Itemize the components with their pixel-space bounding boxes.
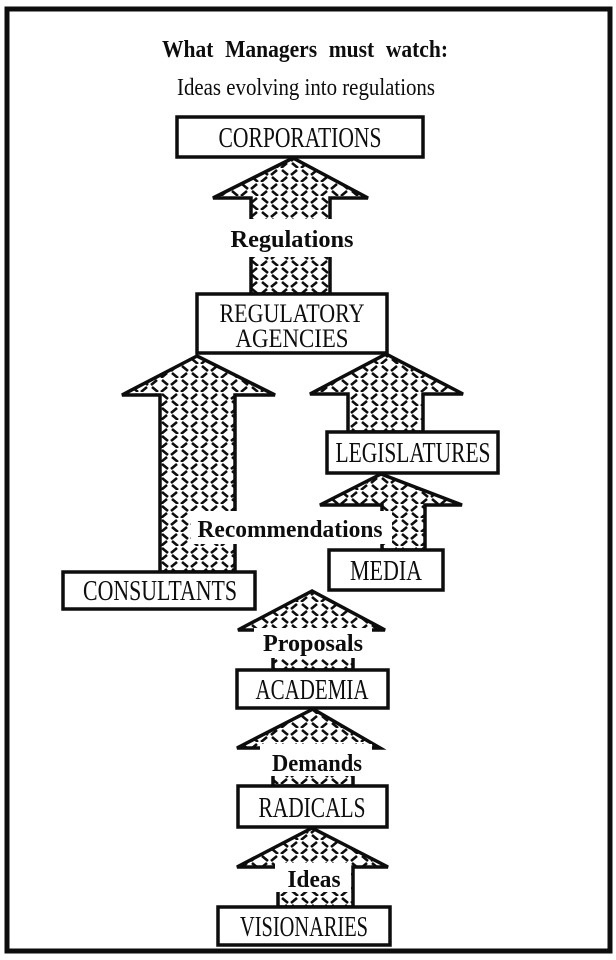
box-label-radicals: RADICALS (259, 793, 366, 824)
flow-label-recommendations: Recommendations (198, 517, 383, 543)
box-regulatory-agencies: REGULATORY AGENCIES (195, 292, 389, 355)
box-label-regulatory: REGULATORY (220, 299, 365, 328)
box-consultants: CONSULTANTS (61, 570, 257, 611)
proposals-label-bg (254, 628, 372, 658)
flow-label-ideas: Ideas (288, 867, 341, 893)
flow-label-demands: Demands (272, 751, 362, 777)
box-academia: ACADEMIA (235, 668, 390, 710)
box-media: MEDIA (327, 548, 445, 592)
box-label-corporations: CORPORATIONS (219, 123, 382, 154)
arrow-legislatures-up (309, 352, 464, 434)
regulations-label-bg (222, 219, 364, 257)
box-label-consultants: CONSULTANTS (83, 576, 237, 607)
box-visionaries: VISIONARIES (216, 905, 392, 947)
box-label-academia: ACADEMIA (256, 675, 370, 706)
box-corporations: CORPORATIONS (175, 115, 425, 159)
ideas-label-bg (275, 863, 351, 892)
page-title: What Managers must watch: (162, 37, 448, 63)
flow-label-regulations: Regulations (231, 227, 354, 253)
box-label-legislatures: LEGISLATURES (336, 438, 491, 469)
box-label-agencies: AGENCIES (236, 324, 349, 353)
recommendations-label-bg (191, 511, 392, 544)
box-label-visionaries: VISIONARIES (240, 912, 368, 943)
page-subtitle: Ideas evolving into regulations (177, 75, 435, 101)
page-border (4, 6, 613, 954)
box-legislatures: LEGISLATURES (325, 430, 500, 475)
box-radicals: RADICALS (236, 784, 389, 829)
box-label-media: MEDIA (350, 556, 423, 587)
demands-label-bg (260, 744, 372, 776)
flow-label-proposals: Proposals (263, 631, 363, 657)
